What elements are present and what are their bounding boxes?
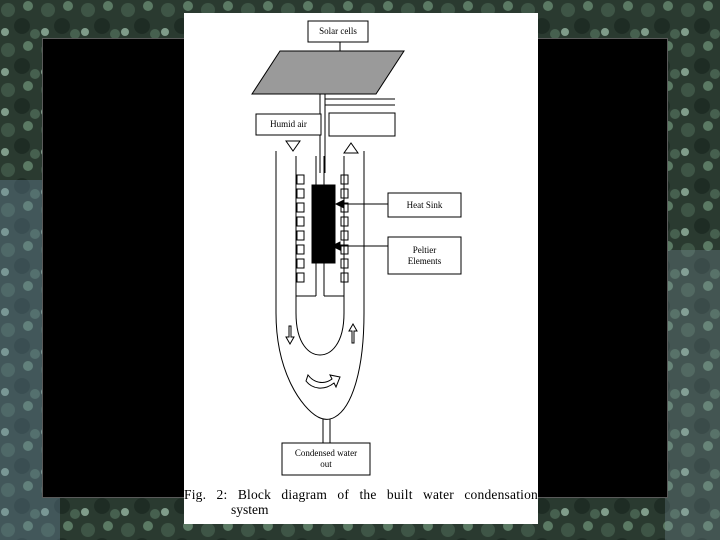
figure-caption: Fig. 2: Block diagram of the built water… [184, 487, 538, 517]
condensed-label-line1: Condensed water [294, 448, 358, 458]
left-fins [296, 174, 305, 283]
peltier-label-line1: Peltier [412, 244, 437, 255]
up-flow-arrow-icon [348, 322, 358, 344]
inlet-arrow-icon [285, 140, 301, 152]
condensed-label-line2: out [320, 459, 332, 469]
condensed-water-label: Condensed water out [282, 443, 370, 475]
outlet-label-box [328, 112, 396, 137]
humid-air-box [255, 113, 322, 136]
outlet-arrow-icon [343, 142, 359, 154]
humid-air-label: Humid air [270, 119, 307, 129]
down-flow-arrow-icon [285, 325, 295, 346]
peltier-block [311, 184, 336, 264]
inner-u-tube [295, 156, 345, 356]
peltier-elements-label: Peltier Elements [388, 237, 461, 274]
heat-sink-box [387, 192, 462, 218]
condensed-water-box [281, 442, 371, 476]
heat-sink-label: Heat Sink [406, 199, 443, 210]
peltier-label-line2: Elements [407, 255, 442, 266]
solar-cells-box [307, 20, 369, 43]
solar-cells-label: Solar cells [319, 26, 357, 36]
condensation-system-diagram [251, 20, 462, 476]
solar-panel-shape [251, 50, 405, 95]
right-fins [340, 174, 349, 283]
peltier-elements-box [387, 236, 462, 275]
caption-line-1: Fig. 2: Block diagram of the built water… [184, 487, 538, 502]
swirl-arrow-icon [305, 373, 341, 389]
outer-vessel [275, 151, 365, 420]
caption-line-2: system [231, 502, 269, 517]
figure-block-diagram: Solar cells Humid air Heat Sink Peltier … [184, 13, 538, 524]
